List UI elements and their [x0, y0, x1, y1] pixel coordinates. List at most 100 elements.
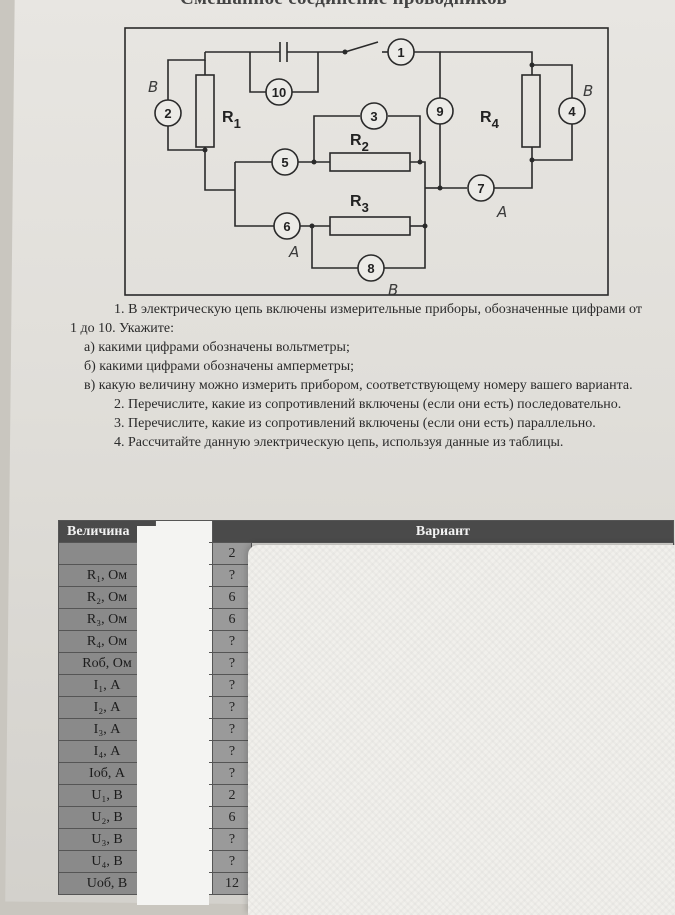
quantity-name: Uоб, В [58, 872, 156, 895]
meter-label: 8 [367, 261, 374, 276]
resistor-r4-label: R4 [480, 109, 500, 131]
wire-top-right [414, 51, 441, 100]
quantity-name: R₄, Ом [58, 630, 156, 653]
quantity-name: R₁, Ом [58, 564, 156, 587]
variant-value: ? [212, 696, 252, 719]
circuit-diagram: 1 2 3 4 5 6 7 8 9 10 R1 R2 R3 R4 В В А А… [124, 27, 609, 299]
wire-m7-r4 [494, 147, 533, 189]
handwritten-note: А [288, 243, 299, 261]
variant-value: ? [212, 850, 252, 873]
handwritten-note: В [583, 82, 593, 100]
meter-9 [426, 97, 454, 125]
task-1b: б) какими цифрами обозначены амперметры; [84, 359, 355, 374]
meter-7 [467, 174, 495, 202]
meter-label: 10 [272, 85, 286, 100]
task-1c: в) какую величину можно измерить приборо… [84, 378, 633, 393]
wire-m2 [167, 126, 205, 151]
quantity-name: U₃, В [58, 828, 156, 851]
napkin-cover [248, 545, 675, 915]
junction-dot [437, 185, 443, 191]
meter-label: 1 [397, 45, 404, 60]
variant-value: ? [212, 718, 252, 741]
switch-pivot [342, 49, 348, 55]
meter-label: 4 [568, 104, 576, 119]
task-2: 2. Перечислите, какие из сопротивлений в… [114, 397, 622, 412]
quantity-name: U₂, В [58, 806, 156, 829]
variant-value: 6 [212, 586, 252, 609]
task-1: 1. В электрическую цепь включены измерит… [70, 302, 642, 336]
page-title: Смешанное соединение проводников [180, 0, 507, 10]
wire-r4-top [440, 51, 533, 75]
meter-label: 6 [283, 219, 290, 234]
handwritten-note: А [496, 203, 507, 221]
junction-dot [202, 147, 208, 153]
junction-dot [417, 159, 423, 165]
variant-value: ? [212, 828, 252, 851]
variant-value: ? [212, 652, 252, 675]
variant-number: 2 [212, 542, 252, 565]
variant-value: 2 [212, 784, 252, 807]
task-1a: а) какими цифрами обозначены вольтметры; [84, 340, 350, 355]
circuit-frame [124, 27, 609, 296]
wire-r2-right [410, 161, 426, 226]
variant-value: ? [212, 674, 252, 697]
meter-4 [558, 97, 586, 125]
meter-label: 7 [477, 181, 484, 196]
variant-value: ? [212, 564, 252, 587]
wire-r1-down [204, 147, 235, 191]
meter-3 [360, 102, 388, 130]
resistor-r1-label: R1 [222, 109, 241, 131]
col-quantity-header: Величина [58, 520, 156, 543]
wire-m9-down [439, 124, 467, 189]
tasks-text: 1. В электрическую цепь включены измерит… [70, 300, 642, 452]
quantity-name: I₃, А [58, 718, 156, 741]
resistor-r3 [329, 216, 411, 236]
junction-dot [309, 223, 315, 229]
quantity-name: U₄, В [58, 850, 156, 873]
meter-label: 2 [164, 106, 171, 121]
meter-2 [154, 99, 182, 127]
variant-value: 12 [212, 872, 252, 895]
quantity-name: I₂, А [58, 696, 156, 719]
resistor-r3-label: R3 [350, 193, 369, 215]
wire-left-branch [234, 162, 275, 227]
wire-m3-right [388, 115, 421, 162]
meter-label: 9 [436, 104, 443, 119]
variant-value: 6 [212, 608, 252, 631]
resistor-r2 [329, 152, 411, 172]
meter-10 [265, 78, 293, 106]
quantity-name: Rоб, Ом [58, 652, 156, 675]
resistor-r1 [195, 74, 215, 148]
wire-m3-left [313, 115, 360, 162]
meter-1 [387, 38, 415, 66]
task-3: 3. Перечислите, какие из сопротивлений в… [114, 416, 596, 431]
wire-m4-bottom [532, 124, 573, 161]
junction-dot [422, 223, 428, 229]
junction-dot [529, 157, 535, 163]
wire-m4-top [532, 64, 573, 98]
wire-m8-right [384, 226, 426, 269]
wire-m10-left [249, 52, 266, 93]
switch-blade [344, 41, 379, 53]
handwritten-note: В [388, 281, 398, 299]
variant-value: ? [212, 740, 252, 763]
resistor-r4 [521, 74, 541, 148]
task-4: 4. Рассчитайте данную электрическую цепь… [114, 435, 564, 450]
meter-6 [273, 212, 301, 240]
resistor-r2-label: R2 [350, 132, 369, 154]
quantity-name: I₄, А [58, 740, 156, 763]
paper-strip-cover [137, 526, 209, 542]
junction-dot [529, 62, 535, 68]
variant-value: 6 [212, 806, 252, 829]
wire-m8-left [311, 226, 358, 269]
paper-strip-cover [137, 540, 209, 905]
variant-value: ? [212, 630, 252, 653]
meter-label: 5 [281, 155, 288, 170]
meter-label: 3 [370, 109, 377, 124]
wire-r1-top [167, 52, 206, 100]
wire-m10-right [292, 52, 319, 93]
handwritten-note: В [148, 78, 158, 96]
meter-5 [271, 148, 299, 176]
variant-value: ? [212, 762, 252, 785]
col-variant-header: Вариант [212, 520, 674, 543]
